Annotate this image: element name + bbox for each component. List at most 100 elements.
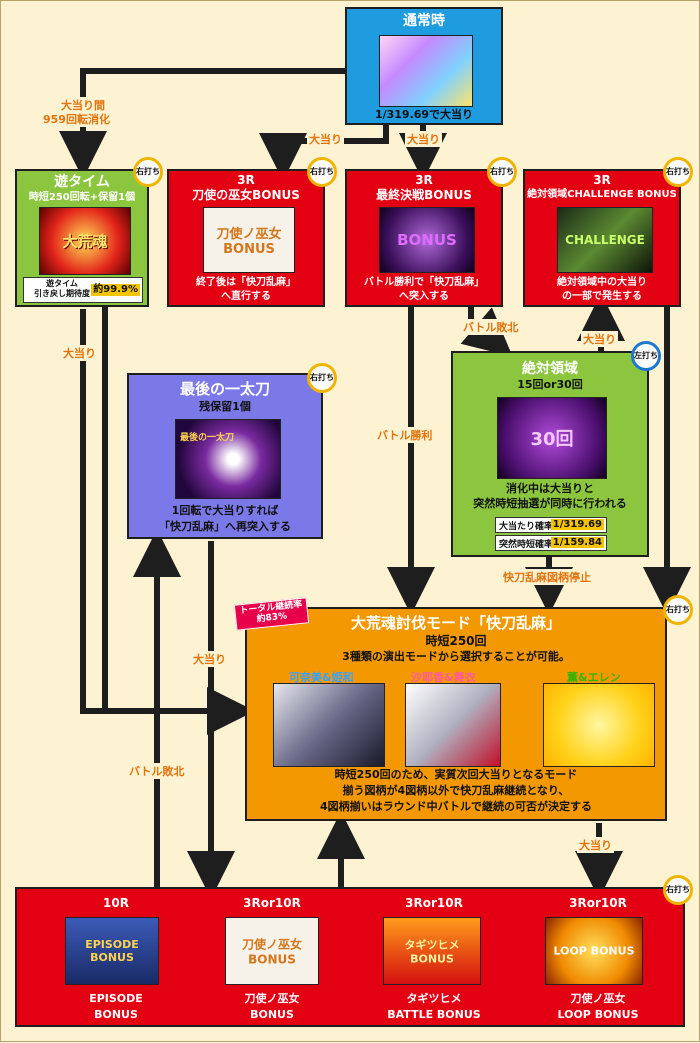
- label-zuhara: 快刀乱麻図柄停止: [501, 569, 593, 585]
- mode-char2-image: [405, 683, 501, 767]
- right-uchi-badge-last: 右打ち: [307, 363, 337, 393]
- zettai-stat1-label: 大当たり確率: [499, 522, 554, 532]
- right-uchi-badge-3ra: 右打ち: [307, 157, 337, 187]
- asobi-note: 遊タイム 引き戻し期待度 約99.9%: [23, 277, 143, 303]
- mode-sub2: 3種類の演出モードから選択することが可能。: [342, 650, 570, 663]
- bottom-item-2-image-text: 刀使ノ巫女 BONUS: [241, 937, 302, 967]
- asobi-title: 遊タイム: [54, 174, 110, 190]
- zettai-stat-1: 大当たり確率 1/319.69: [495, 517, 607, 533]
- bottom-item-4-name1: 刀使ノ巫女: [570, 992, 626, 1005]
- bonus-3r-final-desc1: バトル勝利で「快刀乱麻」: [363, 277, 485, 288]
- zettai-stat2-value: 1/159.84: [550, 537, 604, 548]
- mode-title: 大荒魂討伐モード「快刀乱麻」: [350, 614, 561, 632]
- mode-desc1: 時短250回のため、実質次回大当りとなるモード: [334, 768, 578, 781]
- bonus-3r-challenge-image: CHALLENGE: [557, 207, 653, 273]
- last-desc2: 「快刀乱麻」へ再突入する: [159, 520, 291, 533]
- mode-char2-label: 沙耶香&舞衣: [411, 671, 476, 684]
- zettai-stat1-value: 1/319.69: [550, 519, 604, 530]
- bottom-item-2-name1: 刀使ノ巫女: [244, 992, 300, 1005]
- bonus-3r-toji-image-text: 刀使ノ巫女 BONUS: [216, 227, 282, 257]
- bottom-item-2-name2: BONUS: [250, 1008, 294, 1021]
- bottom-item-1-image-text: EPISODE BONUS: [85, 938, 139, 964]
- zettai-stat-2: 突然時短確率 1/159.84: [495, 535, 607, 551]
- zettai-image: 30回: [497, 397, 607, 479]
- last-desc1: 1回転で大当りすれば: [171, 504, 279, 517]
- label-battle-win: バトル勝利: [375, 427, 435, 443]
- bonus-3r-toji-name: 刀使の巫女BONUS: [192, 188, 300, 202]
- last-image: 最後の一太刀: [175, 419, 281, 499]
- bottom-item-2-image: 刀使ノ巫女 BONUS: [225, 917, 319, 985]
- normal-image: [379, 35, 473, 107]
- right-uchi-badge-3rb: 右打ち: [487, 157, 517, 187]
- normal-state-box: 通常時 1/319.69で大当り: [345, 7, 503, 125]
- zettai-title: 絶対領域: [522, 361, 578, 377]
- bottom-bonus-box: 10R EPISODE BONUS EPISODE BONUS 3Ror10R …: [15, 887, 685, 1027]
- bottom-item-3-image-text: タギツヒメ BONUS: [404, 938, 460, 966]
- bottom-item-3-image: タギツヒメ BONUS: [383, 917, 481, 985]
- label-ooatari-zettai: 大当り: [581, 331, 618, 347]
- label-ooatari-last: 大当り: [191, 651, 228, 667]
- bottom-item-2-round: 3Ror10R: [243, 896, 301, 910]
- last-title: 最後の一太刀: [179, 380, 270, 398]
- zettai-ryoiki-box: 絶対領域 15回or30回 30回 消化中は大当りと 突然時短抽選が同時に行われ…: [451, 351, 649, 557]
- normal-title: 通常時: [403, 13, 445, 29]
- last-image-text: 最後の一太刀: [180, 433, 235, 443]
- bottom-item-3-name1: タギツヒメ: [406, 992, 462, 1005]
- mode-char3-label: 薫&エレン: [567, 671, 621, 684]
- bonus-3r-challenge-image-text: CHALLENGE: [565, 233, 645, 247]
- bottom-item-1: 10R EPISODE BONUS EPISODE BONUS: [51, 889, 181, 1029]
- bottom-item-3: 3Ror10R タギツヒメ BONUS タギツヒメ BATTLE BONUS: [369, 889, 499, 1029]
- label-ooatari-mode: 大当り: [577, 837, 614, 853]
- bonus-3r-final-round: 3R: [415, 173, 433, 187]
- bonus-3r-challenge-box: 3R 絶対領域CHALLENGE BONUS CHALLENGE 絶対領域中の大…: [523, 169, 681, 307]
- right-uchi-badge-asobi: 右打ち: [133, 157, 163, 187]
- mode-desc2: 揃う図柄が4図柄以外で快刀乱麻継続となり、: [342, 784, 570, 797]
- bottom-item-4-image: LOOP BONUS: [545, 917, 643, 985]
- asobi-note-value: 約99.9%: [91, 284, 140, 296]
- last-sub: 残保留1個: [199, 400, 251, 413]
- label-battle-lose-1: バトル敗北: [461, 319, 521, 335]
- label-ooatari-3rb: 大当り: [405, 131, 442, 147]
- right-uchi-badge-bottom: 右打ち: [663, 875, 693, 905]
- mode-desc3: 4図柄揃いはラウンド中バトルで継続の可否が決定する: [320, 800, 592, 813]
- mode-char3-image: [543, 683, 655, 767]
- bonus-3r-toji-desc1: 終了後は「快刀乱麻」: [196, 277, 296, 288]
- label-spins: 959回転消化: [41, 111, 112, 127]
- bonus-3r-toji-round: 3R: [237, 173, 255, 187]
- zettai-stat2-label: 突然時短確率: [499, 540, 554, 550]
- mode-sub: 時短250回: [425, 634, 487, 648]
- right-uchi-badge-mode: 右打ち: [663, 595, 693, 625]
- arrow-asobi-to-mode: [80, 309, 255, 735]
- last-stroke-box: 最後の一太刀 残保留1個 最後の一太刀 1回転で大当りすれば 「快刀乱麻」へ再突…: [127, 373, 323, 539]
- right-uchi-badge-3rc: 右打ち: [663, 157, 693, 187]
- zettai-desc1: 消化中は大当りと: [506, 482, 594, 495]
- bonus-3r-final-desc2: へ突入する: [399, 291, 449, 302]
- label-ooatari-kan: 大当り間: [59, 97, 107, 113]
- zettai-desc2: 突然時短抽選が同時に行われる: [473, 497, 627, 510]
- asobi-note-label: 遊タイム 引き戻し期待度: [34, 279, 90, 298]
- bottom-item-4-image-text: LOOP BONUS: [553, 944, 635, 958]
- bonus-3r-toji-box: 3R 刀使の巫女BONUS 刀使ノ巫女 BONUS 終了後は「快刀乱麻」 へ直行…: [167, 169, 325, 307]
- bonus-3r-toji-desc2: へ直行する: [221, 291, 271, 302]
- label-ooatari-asobi: 大当り: [61, 345, 98, 361]
- zettai-image-text: 30回: [530, 429, 574, 450]
- bottom-item-4-round: 3Ror10R: [569, 896, 627, 910]
- asobi-image: 大荒魂: [39, 207, 131, 275]
- asobi-sub: 時短250回転+保留1個: [28, 192, 136, 203]
- bottom-item-4-name2: LOOP BONUS: [557, 1008, 639, 1021]
- bottom-item-1-image: EPISODE BONUS: [65, 917, 159, 985]
- bottom-item-1-round: 10R: [103, 896, 129, 910]
- left-uchi-badge-zettai: 左打ち: [631, 341, 661, 371]
- bonus-3r-challenge-desc1: 絶対領域中の大当り: [557, 277, 647, 288]
- bottom-item-3-name2: BATTLE BONUS: [387, 1008, 481, 1021]
- label-ooatari-3ra: 大当り: [307, 131, 344, 147]
- mode-char1-image: [273, 683, 385, 767]
- bonus-3r-final-box: 3R 最終決戦BONUS BONUS バトル勝利で「快刀乱麻」 へ突入する: [345, 169, 503, 307]
- mode-char1-label: 可奈美&姫和: [289, 671, 354, 684]
- bonus-3r-final-name: 最終決戦BONUS: [376, 188, 472, 202]
- bonus-3r-final-image-text: BONUS: [397, 231, 457, 249]
- bonus-3r-challenge-desc2: の一部で発生する: [562, 291, 642, 302]
- bonus-3r-challenge-round: 3R: [593, 173, 611, 187]
